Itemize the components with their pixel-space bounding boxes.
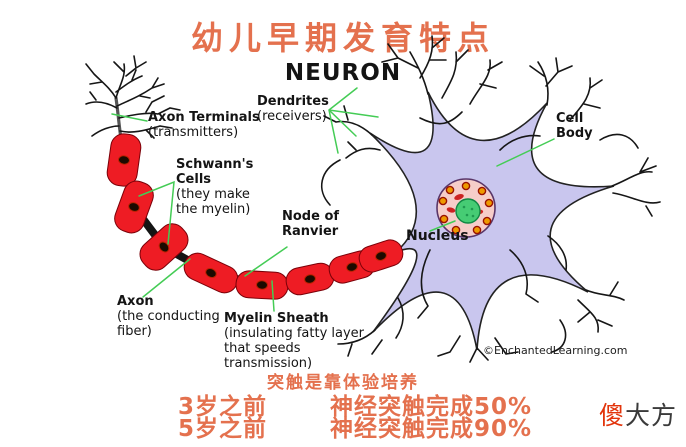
dendrites-name: Dendrites bbox=[257, 94, 329, 109]
myelin-sheath-desc: (insulating fatty layer that speeds tran… bbox=[224, 326, 365, 371]
diagram-heading: NEURON bbox=[284, 60, 402, 86]
watermark-rest: 大方 bbox=[625, 401, 678, 430]
label-myelin-sheath: Myelin Sheath (insulating fatty layer th… bbox=[224, 311, 392, 371]
label-nucleus: Nucleus bbox=[406, 228, 469, 244]
caption-line1: 突触是靠体验培养 bbox=[267, 373, 419, 393]
node-of-ranvier-name: Node of Ranvier bbox=[282, 209, 340, 239]
label-node-of-ranvier: Node of Ranvier bbox=[282, 209, 346, 239]
label-axon-terminals: Axon Terminals (transmitters) bbox=[148, 110, 260, 140]
dendrites-desc: (receivers) bbox=[257, 109, 327, 124]
watermark-first-char: 傻 bbox=[599, 401, 626, 430]
label-dendrites: Dendrites (receivers) bbox=[257, 94, 329, 124]
axon-terminals-desc: (transmitters) bbox=[148, 125, 239, 140]
watermark: 傻大方 bbox=[599, 396, 677, 432]
label-axon: Axon (the conducting fiber) bbox=[117, 294, 229, 339]
axon-desc: (the conducting fiber) bbox=[117, 309, 220, 339]
myelin-sheath-segments bbox=[106, 133, 404, 300]
schwanns-cells-name: Schwann's Cells bbox=[176, 157, 254, 187]
copyright-text: ©EnchantedLearning.com bbox=[483, 344, 628, 357]
axon-name: Axon bbox=[117, 294, 154, 309]
dendrites-drawing bbox=[320, 35, 661, 363]
caption-fact-50: 神经突触完成50% bbox=[330, 394, 533, 420]
axon-terminals-name: Axon Terminals bbox=[148, 110, 260, 125]
caption-fact-90: 神经突触完成90% bbox=[330, 416, 533, 442]
label-schwanns-cells: Schwann's Cells (they make the myelin) bbox=[176, 157, 256, 217]
label-leader-lines bbox=[111, 87, 555, 312]
label-cell-body: Cell Body bbox=[556, 111, 602, 141]
caption-age-5: 5岁之前 bbox=[178, 416, 268, 442]
caption-age-3: 3岁之前 bbox=[178, 394, 268, 420]
myelin-sheath-name: Myelin Sheath bbox=[224, 311, 329, 326]
cell-body-name: Cell Body bbox=[556, 111, 593, 141]
page-title: 幼儿早期发育特点 bbox=[190, 19, 495, 57]
schwanns-cells-desc: (they make the myelin) bbox=[176, 187, 251, 217]
